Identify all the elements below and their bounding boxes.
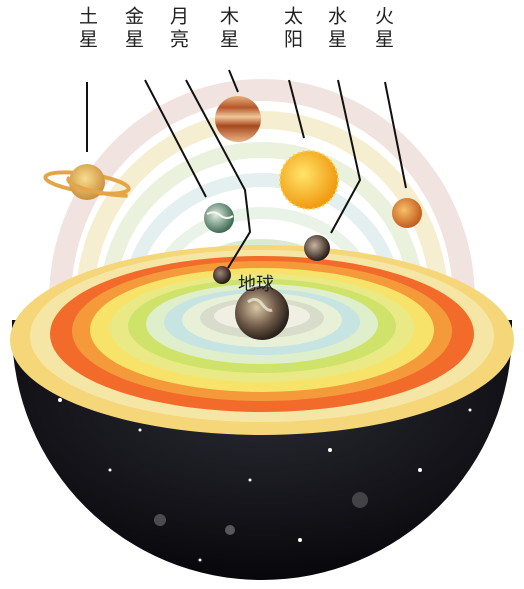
label-venus: 金星	[122, 6, 144, 52]
saturn	[43, 164, 131, 200]
moon	[213, 266, 231, 284]
mercury	[304, 235, 330, 261]
label-jupiter: 木星	[217, 6, 239, 52]
label-earth: 地球	[238, 274, 274, 295]
label-saturn: 土星	[76, 6, 98, 52]
label-mars: 火星	[372, 6, 394, 52]
label-mercury: 水星	[325, 6, 347, 52]
sun	[279, 150, 339, 210]
star-field	[38, 368, 472, 562]
label-moon: 月亮	[167, 6, 189, 52]
jupiter	[215, 96, 261, 142]
earth	[235, 286, 289, 340]
label-leader-lines	[86, 69, 407, 269]
venus	[204, 203, 234, 233]
mars	[392, 198, 422, 228]
label-sun: 太阳	[281, 6, 303, 52]
